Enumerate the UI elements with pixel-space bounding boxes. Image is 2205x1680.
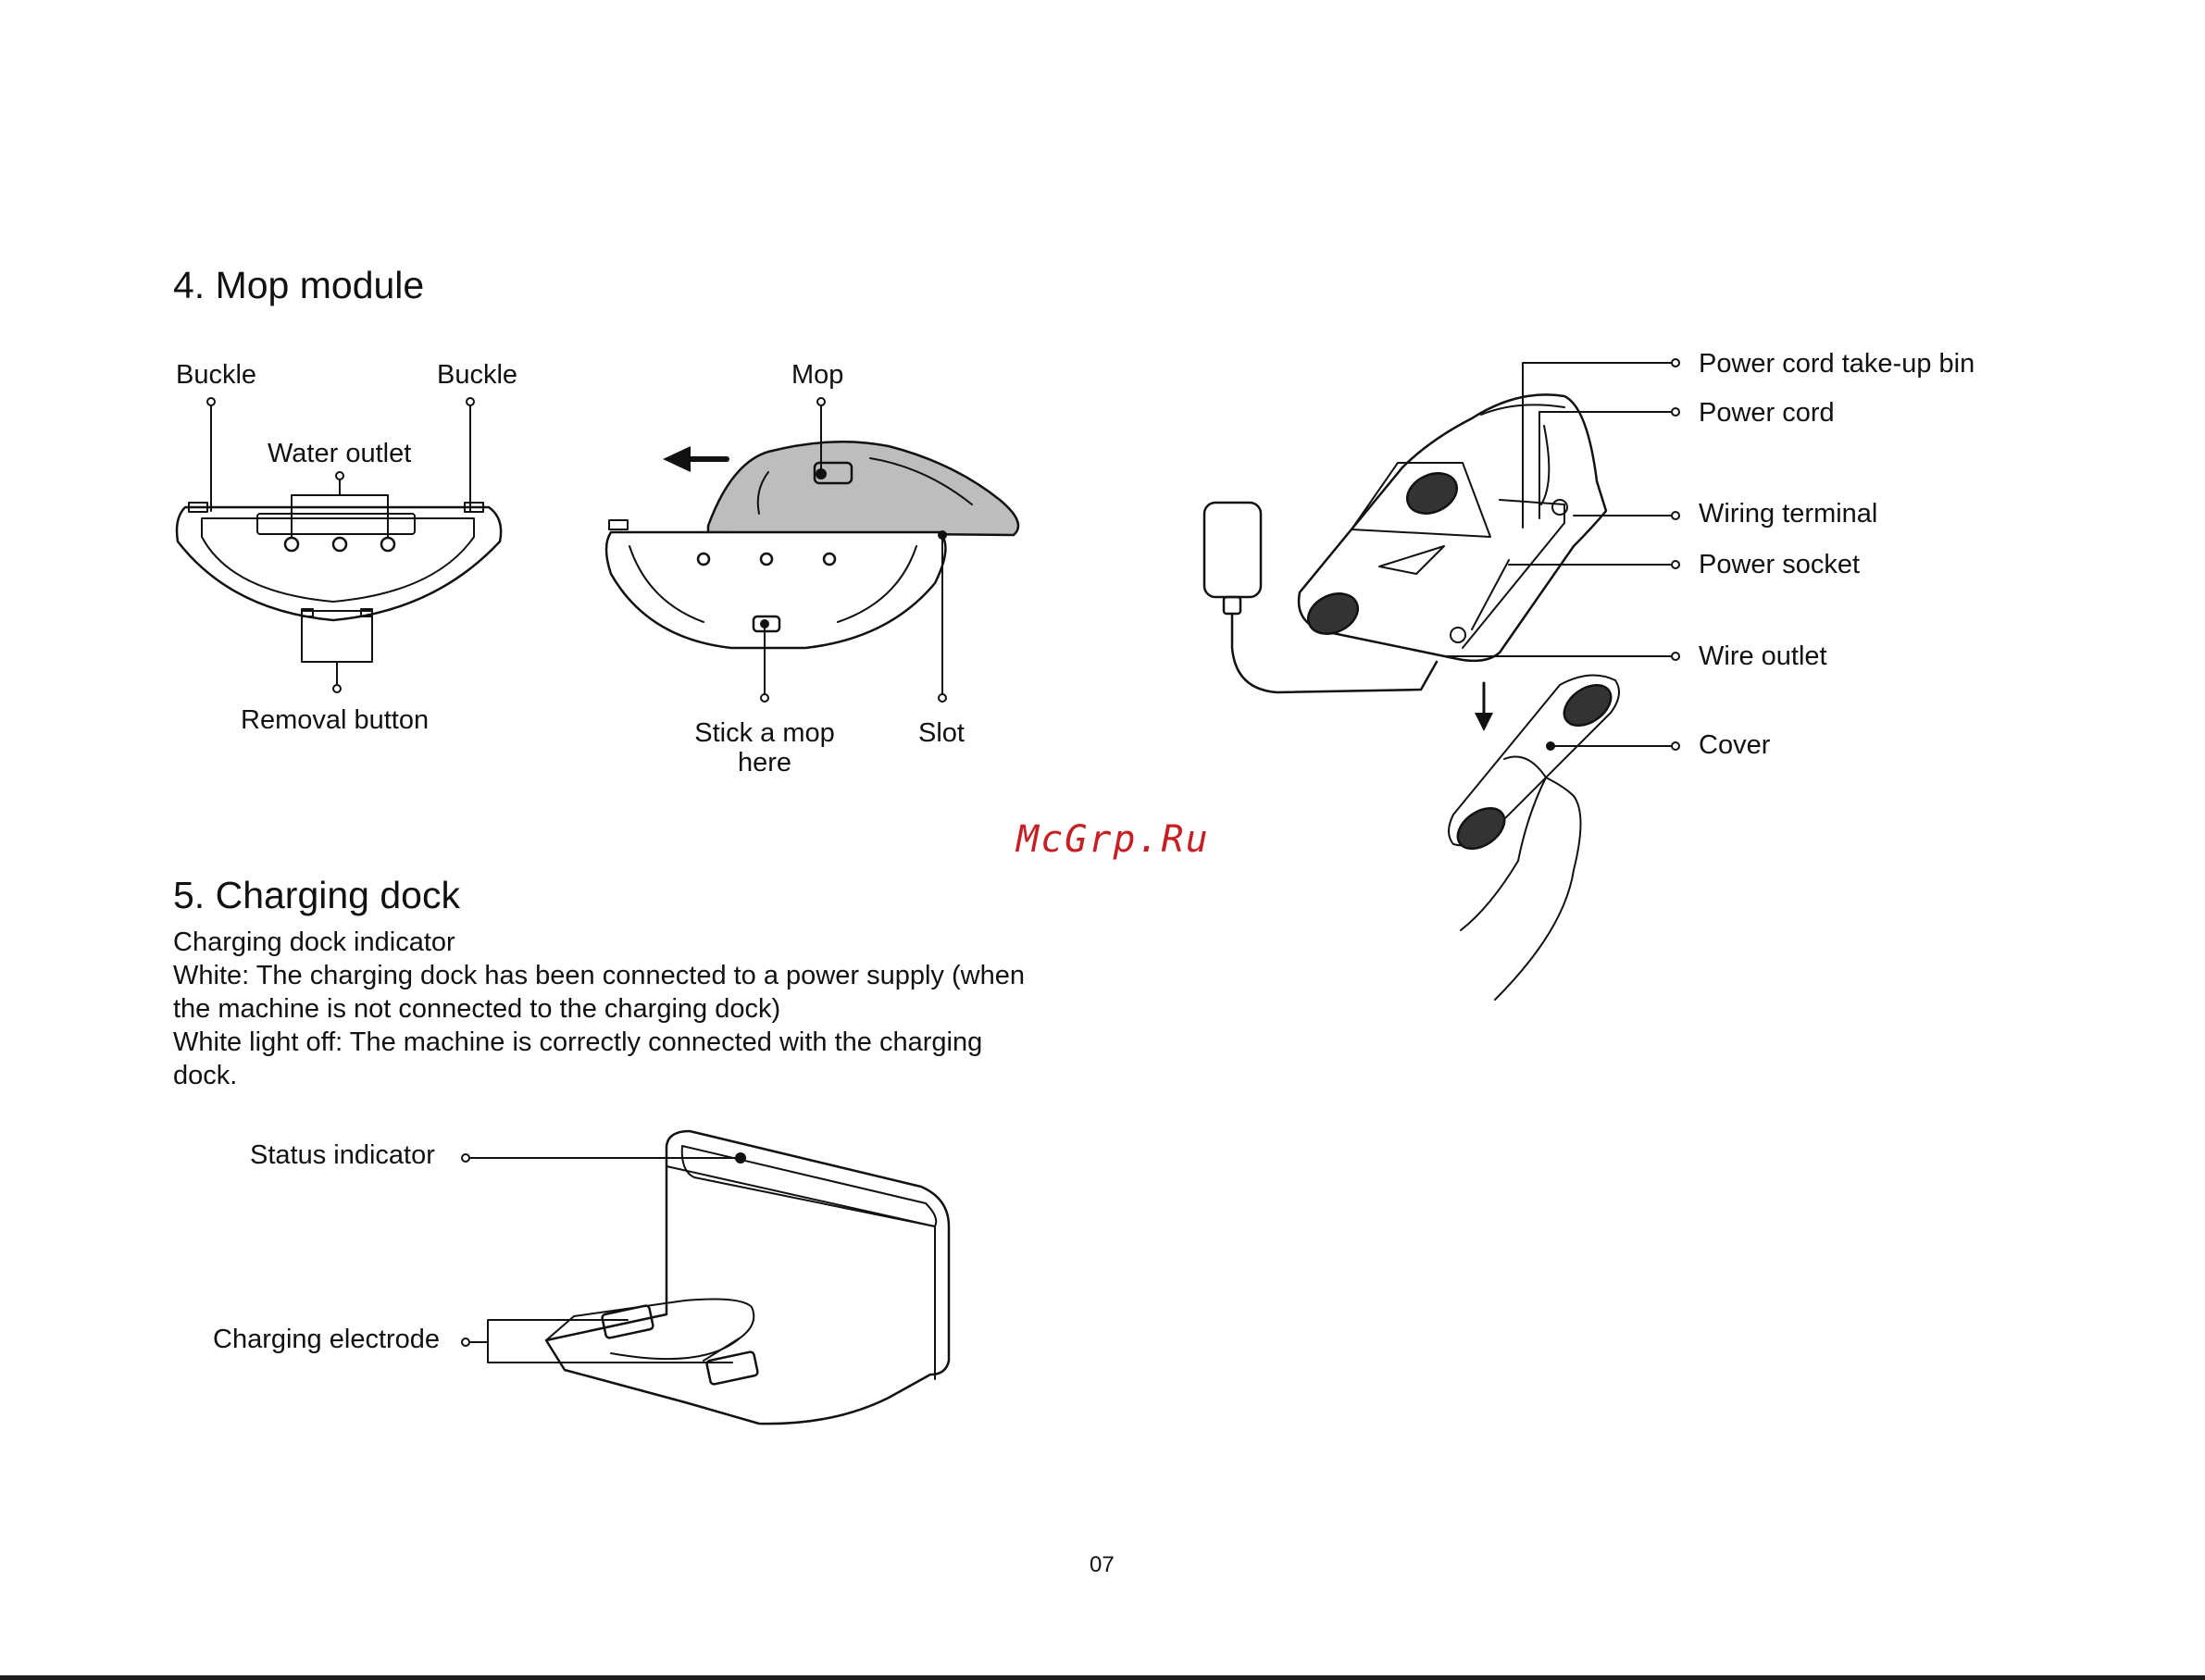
power-cord-label: Power cord [1699, 398, 1835, 428]
cover-label: Cover [1699, 730, 1771, 760]
charging-dock-leaders [461, 1152, 746, 1363]
charging-dock-title: 5. Charging dock [173, 874, 460, 916]
mop-arrow [663, 446, 729, 472]
buckle-right-label: Buckle [437, 360, 518, 390]
stick-mop-label-line1: Stick a mop [694, 718, 835, 748]
water-outlet-label: Water outlet [268, 439, 412, 468]
buckle-left-label: Buckle [176, 360, 257, 390]
mop-label: Mop [791, 360, 844, 390]
wiring-terminal-label: Wiring terminal [1699, 499, 1878, 529]
slot-label: Slot [918, 718, 965, 748]
indicator-off: White light off: The machine is correctl… [173, 1027, 983, 1090]
take-up-bin-label: Power cord take-up bin [1699, 349, 1975, 379]
indicator-white: White: The charging dock has been connec… [173, 961, 1025, 1024]
power-adapter [1202, 501, 1439, 694]
dock-back-leaders [1443, 358, 1680, 751]
charging-electrode-label: Charging electrode [213, 1325, 441, 1354]
charging-dock-description: Charging dock indicator White: The charg… [173, 926, 1053, 1092]
status-indicator-label: Status indicator [250, 1140, 435, 1170]
stick-mop-label-line2: here [737, 748, 792, 778]
charging-dock-drawing [544, 1129, 951, 1425]
watermark: McGrp.Ru [1016, 818, 1210, 861]
mop-drawing [604, 440, 1020, 650]
wire-outlet-label: Wire outlet [1699, 641, 1827, 671]
mop-tank-leaders [206, 397, 475, 693]
cover-drawing [1448, 674, 1620, 1001]
mop-leaders [760, 397, 947, 703]
removal-button-label: Removal button [241, 705, 430, 735]
bottom-divider [0, 1675, 2205, 1680]
power-socket-label: Power socket [1699, 550, 1861, 579]
dock-back-drawing [1297, 393, 1608, 663]
indicator-heading: Charging dock indicator [173, 927, 455, 957]
mop-tank-drawing [175, 502, 503, 663]
page-number: 07 [1090, 1552, 1115, 1577]
mop-module-title: 4. Mop module [173, 264, 425, 306]
